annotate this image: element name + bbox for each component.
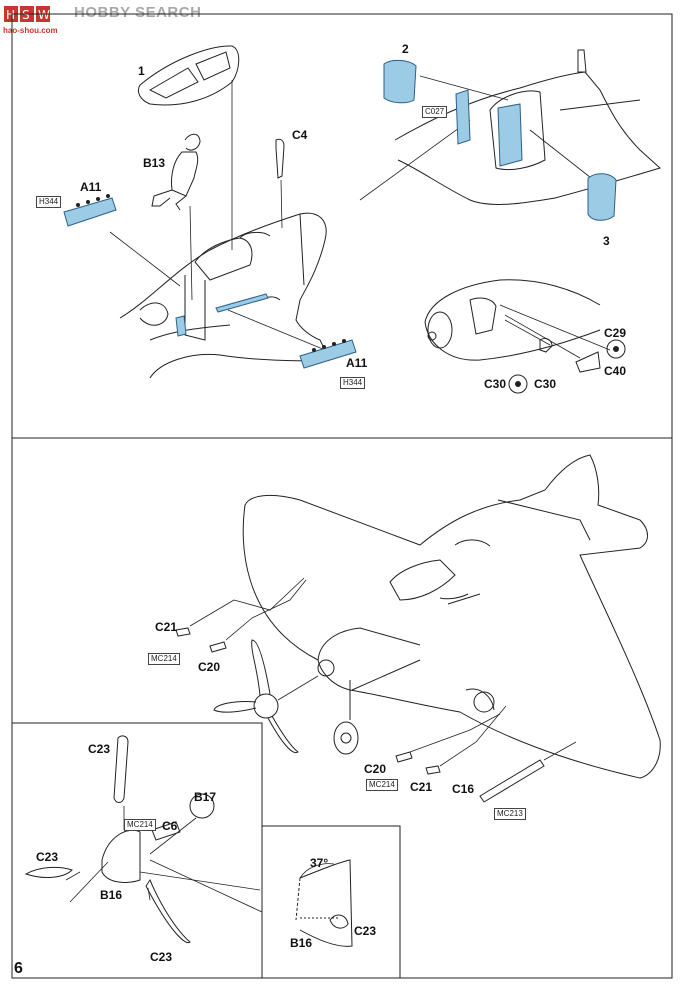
cockpit-fuselage-drawing [119, 212, 331, 379]
label-c4: C4 [292, 128, 308, 142]
label-part-3: 3 [603, 234, 610, 248]
top-panel-border [11, 13, 673, 439]
svg-text:H: H [6, 8, 15, 22]
pe-door-frame [497, 103, 523, 167]
pe-door-2 [383, 59, 417, 104]
aircraft-drawing [242, 454, 661, 779]
c4-part-drawing [275, 138, 285, 179]
box-h344-bottom: H344 [340, 377, 366, 389]
bottom-panel-border [11, 437, 673, 979]
angle-detail-drawing [295, 859, 353, 947]
label-c20-left: C20 [198, 660, 221, 674]
label-a11-top: A11 [80, 180, 102, 194]
label-b16: B16 [100, 888, 123, 902]
label-c23-left: C23 [36, 850, 59, 864]
label-c16: C16 [452, 782, 475, 796]
label-c23-bottom: C23 [150, 950, 173, 964]
arrow-pilot [189, 205, 193, 301]
label-c23-top: C23 [88, 742, 111, 756]
box-mc214-prop: MC214 [124, 819, 156, 831]
pe-a11-top [63, 197, 117, 227]
label-b17: B17 [194, 790, 217, 804]
svg-text:S: S [22, 8, 30, 22]
hobby-search-logo-icon: H S W [4, 6, 50, 22]
pe-strip [215, 293, 269, 313]
propeller-drawing [213, 639, 319, 754]
pilot-figure-drawing [151, 133, 201, 211]
label-b16-detail: B16 [290, 936, 313, 950]
label-c30-right: C30 [534, 377, 557, 391]
label-part-2: 2 [402, 42, 409, 56]
propeller-assembly-drawing [24, 735, 263, 944]
label-c30-left: C30 [484, 377, 507, 391]
step-number: 6 [14, 960, 23, 977]
arrow-a11-bottom [227, 309, 331, 353]
label-a11-bottom: A11 [346, 356, 368, 370]
label-b13: B13 [143, 156, 166, 170]
box-h344-top: H344 [36, 196, 62, 208]
canopy-drawing [137, 45, 240, 106]
label-c29: C29 [604, 326, 627, 340]
box-mc214-left: MC214 [148, 653, 180, 665]
label-part-1: 1 [138, 64, 145, 78]
box-mc214-right: MC214 [366, 779, 398, 791]
label-angle: 37° [310, 856, 329, 870]
propeller-inset-border [12, 722, 401, 978]
label-c23-detail: C23 [354, 924, 377, 938]
arrow-a11-top [109, 231, 181, 287]
door-fuselage-drawing [359, 49, 661, 205]
nose-drawing [424, 279, 626, 394]
box-c027: C027 [422, 106, 448, 118]
label-c20-right: C20 [364, 762, 387, 776]
pe-door-3 [587, 173, 617, 221]
pitot-parts-left [175, 577, 307, 653]
svg-text:W: W [38, 8, 50, 22]
pitot-parts-right [395, 705, 577, 803]
pe-door-inner [455, 89, 471, 145]
photoetch-parts [63, 59, 617, 369]
label-c6: C6 [162, 819, 178, 833]
watermark-text: HOBBY SEARCH [74, 4, 202, 21]
pe-seatbelt [175, 315, 187, 337]
box-mc213: MC213 [494, 808, 526, 820]
pe-rivets [76, 194, 619, 387]
label-c21-left: C21 [155, 620, 178, 634]
label-c40: C40 [604, 364, 627, 378]
watermark-site: hao-shou.com [3, 26, 58, 35]
arrow-c4 [280, 179, 283, 229]
label-c21-right: C21 [410, 780, 433, 794]
